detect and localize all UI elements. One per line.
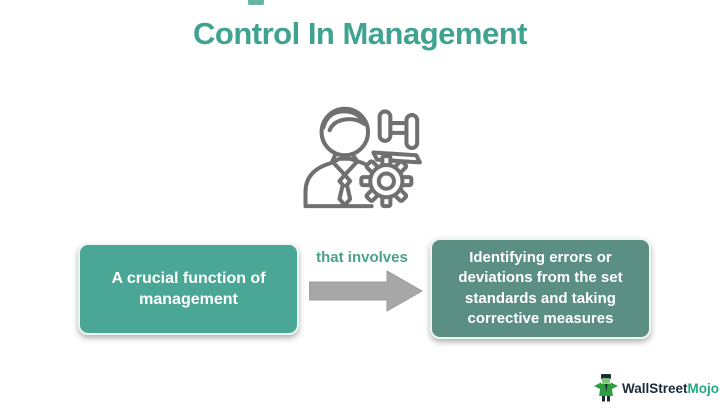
right-arrow-icon xyxy=(308,269,424,313)
logo-text-accent: Mojo xyxy=(687,380,720,396)
gear-icon xyxy=(359,154,414,209)
manager-with-gear-icon xyxy=(293,98,427,216)
page-title: Control In Management xyxy=(193,16,527,51)
top-accent-mark xyxy=(248,0,264,5)
wallstreetmojo-logo: WallStreetMojo xyxy=(594,374,719,402)
logo-text-primary: WallStreet xyxy=(622,380,688,396)
connector-label: that involves xyxy=(316,249,408,266)
tie-body xyxy=(337,185,353,208)
right-definition-box: Identifying errors or deviations from th… xyxy=(430,238,651,339)
left-box-text: A crucial function of management xyxy=(111,269,266,308)
flag-connector xyxy=(388,121,409,135)
left-definition-box: A crucial function of management xyxy=(78,243,299,335)
logo-text: WallStreetMojo xyxy=(622,381,719,396)
right-box-text: Identifying errors or deviations from th… xyxy=(458,249,623,327)
hair-swoosh xyxy=(321,109,367,133)
tie-knot xyxy=(337,172,353,190)
wallstreetmojo-bull-icon xyxy=(594,374,618,402)
